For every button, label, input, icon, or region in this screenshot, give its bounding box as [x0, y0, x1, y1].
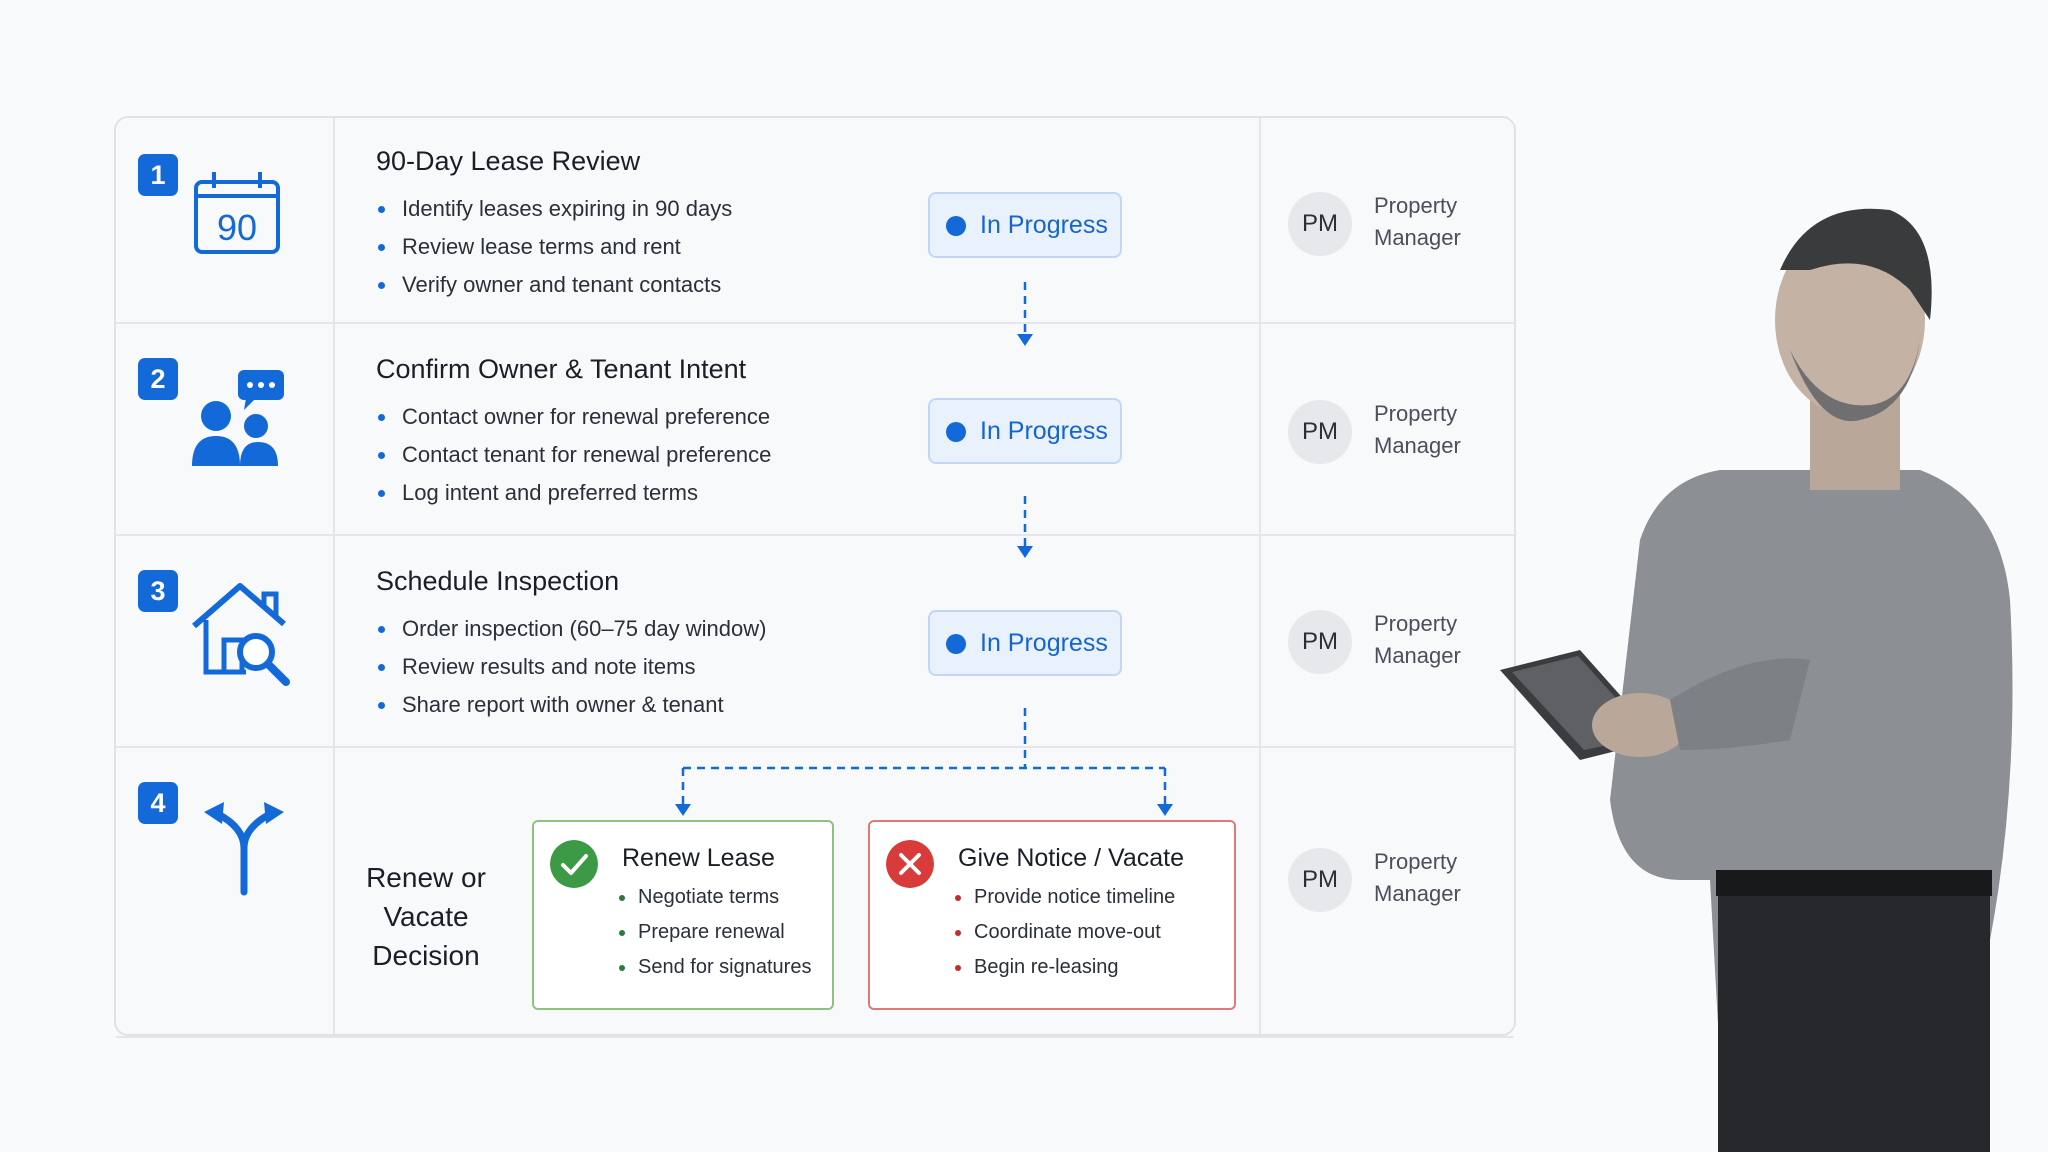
outcome-title: Give Notice / Vacate [958, 844, 1185, 872]
owner-role: Property Manager [1374, 849, 1461, 906]
bullet-item: Send for signatures [616, 950, 811, 985]
bullet-item: Review lease terms and rent [376, 228, 732, 266]
calendar-icon-label: 90 [217, 207, 257, 248]
owner-role: Property Manager [1374, 401, 1461, 458]
decision-title: Renew or Vacate Decision [366, 862, 486, 971]
owner-role: Property Manager [1374, 193, 1461, 250]
avatar: PM [1288, 400, 1352, 464]
people-chat-icon [192, 370, 284, 466]
status-label: In Progress [980, 417, 1108, 445]
step-bullets: Contact owner for renewal preference Con… [376, 398, 771, 512]
status-label: In Progress [980, 211, 1108, 239]
step-number-badge: 4 [138, 782, 178, 824]
bullet-item: Contact tenant for renewal preference [376, 436, 771, 474]
status-badge[interactable]: In Progress [928, 398, 1122, 464]
step-row-2: 2 Confirm Owner & Tenant Intent Contact … [116, 324, 1514, 536]
step-row-4: 4 Renew or Vacate Decision Renew Lease N… [116, 748, 1514, 1038]
bullet-item: Negotiate terms [616, 880, 811, 915]
status-badge[interactable]: In Progress [928, 192, 1122, 258]
step-row-3: 3 Schedule Inspection Order inspection (… [116, 536, 1514, 748]
bullet-item: Contact owner for renewal preference [376, 398, 771, 436]
house-search-icon [192, 583, 290, 686]
vacate-card[interactable]: Give Notice / Vacate Provide notice time… [868, 820, 1236, 1010]
bullet-item: Begin re-leasing [952, 950, 1175, 985]
owner: PM Property Manager [1288, 190, 1508, 260]
bullet-item: Provide notice timeline [952, 880, 1175, 915]
renew-lease-card[interactable]: Renew Lease Negotiate terms Prepare rene… [532, 820, 834, 1010]
status-label: In Progress [980, 629, 1108, 657]
bullet-item: Log intent and preferred terms [376, 474, 771, 512]
avatar: PM [1288, 192, 1352, 256]
outcome-title: Renew Lease [622, 844, 775, 872]
status-dot [946, 422, 966, 442]
bullet-item: Prepare renewal [616, 915, 811, 950]
step-number-badge: 1 [138, 154, 178, 196]
status-dot [946, 216, 966, 236]
calendar-icon: 90 [194, 172, 280, 254]
avatar: PM [1288, 610, 1352, 674]
step-bullets: Order inspection (60–75 day window) Revi… [376, 610, 766, 724]
step-number-badge: 3 [138, 570, 178, 612]
step-title: 90-Day Lease Review [376, 146, 641, 176]
outcome-bullets: Negotiate terms Prepare renewal Send for… [616, 880, 811, 985]
bullet-item: Review results and note items [376, 648, 766, 686]
owner: PM Property Manager [1288, 846, 1508, 916]
outcome-bullets: Provide notice timeline Coordinate move-… [952, 880, 1175, 985]
bullet-item: Coordinate move-out [952, 915, 1175, 950]
owner: PM Property Manager [1288, 398, 1508, 468]
man-with-tablet-photo [1500, 208, 2013, 1152]
bullet-item: Identify leases expiring in 90 days [376, 190, 732, 228]
column-divider [333, 118, 335, 1034]
step-title: Confirm Owner & Tenant Intent [376, 354, 747, 384]
bullet-item: Order inspection (60–75 day window) [376, 610, 766, 648]
avatar: PM [1288, 848, 1352, 912]
step-number-badge: 2 [138, 358, 178, 400]
step-bullets: Identify leases expiring in 90 days Revi… [376, 190, 732, 304]
owner: PM Property Manager [1288, 608, 1508, 678]
bullet-item: Share report with owner & tenant [376, 686, 766, 724]
check-icon [550, 840, 598, 888]
split-arrow-icon [204, 802, 284, 896]
column-divider [1259, 118, 1261, 1034]
bullet-item: Verify owner and tenant contacts [376, 266, 732, 304]
step-row-1: 1 90 90-Day Lease Review Identify leases… [116, 118, 1514, 324]
close-icon [886, 840, 934, 888]
workflow-board: 1 90 90-Day Lease Review Identify leases… [114, 116, 1516, 1038]
step-title: Schedule Inspection [376, 566, 620, 596]
status-dot [946, 634, 966, 654]
status-badge[interactable]: In Progress [928, 610, 1122, 676]
owner-role: Property Manager [1374, 611, 1461, 668]
